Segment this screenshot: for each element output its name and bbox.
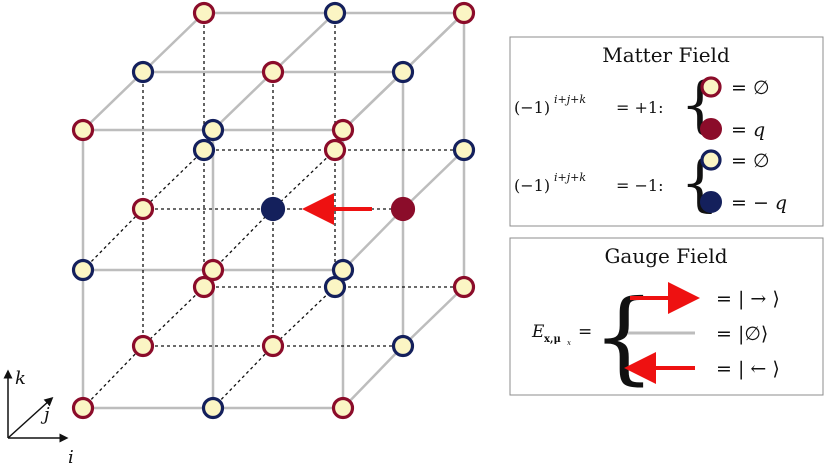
site-odd: [71, 258, 95, 282]
site-odd: [131, 60, 155, 84]
site-odd: [331, 258, 355, 282]
site-odd: [391, 334, 415, 358]
site-even: [131, 334, 155, 358]
gauge-lhs-subsubscript: x: [567, 339, 571, 347]
j-axis-label: j: [40, 404, 50, 425]
matter-panel-title: Matter Field: [602, 43, 730, 67]
site-even: [261, 334, 285, 358]
site-even: [323, 138, 347, 162]
odd-condition-rhs: = −1:: [616, 176, 663, 195]
site-even: [331, 396, 355, 420]
legend-even-empty-text: = ∅: [731, 77, 770, 99]
matter-panel-border: [509, 36, 824, 227]
lattice-sites: [71, 1, 476, 420]
j-axis-arrow: [7, 396, 54, 439]
legend-right-state: = | → ⟩: [716, 288, 780, 310]
site-odd: [323, 1, 347, 25]
site-even: [131, 197, 155, 221]
odd-condition-base: (−1): [514, 176, 550, 195]
site-even: [71, 396, 95, 420]
site-odd: [201, 396, 225, 420]
i-axis-label: i: [68, 447, 74, 468]
site-odd: [201, 118, 225, 142]
gauge-lhs-equals: =: [578, 322, 592, 342]
even-condition-rhs: = +1:: [616, 98, 663, 117]
site-even: [261, 60, 285, 84]
legend-left-state: = | ← ⟩: [716, 358, 780, 380]
matter-field-panel: Matter Field (−1) i+j+k = +1: { = ∅ = q …: [509, 36, 824, 227]
odd-condition-exponent: i+j+k: [554, 171, 586, 184]
legend-even-empty-site: [700, 76, 722, 98]
gauge-lhs-subscript: x,μ: [544, 334, 561, 345]
axis-triad: [3, 369, 69, 443]
legend-empty-state: = |∅⟩: [716, 323, 768, 345]
gauge-field-panel: Gauge Field E x,μ x = { = | → ⟩ = |∅⟩ = …: [509, 237, 824, 396]
site-odd: [452, 138, 476, 162]
site-even: [331, 118, 355, 142]
gauge-lhs-main: E: [531, 322, 545, 342]
site-odd: [192, 138, 216, 162]
site-odd: [391, 60, 415, 84]
legend-odd-empty-text: = ∅: [731, 150, 770, 172]
legend-even-charge-site: [700, 118, 722, 140]
site-negative-charge: [260, 196, 286, 222]
even-condition-base: (−1): [514, 98, 550, 117]
site-even: [71, 118, 95, 142]
even-condition-exponent: i+j+k: [554, 93, 586, 106]
site-even: [452, 1, 476, 25]
legend-even-charge-text: = q: [731, 119, 765, 141]
gauge-panel-title: Gauge Field: [604, 244, 727, 268]
site-even: [192, 275, 216, 299]
site-even: [192, 1, 216, 25]
site-positive-charge: [390, 196, 416, 222]
legend-odd-charge-site: [700, 191, 722, 213]
site-even: [201, 258, 225, 282]
legend-odd-empty-site: [700, 149, 722, 171]
k-axis-label: k: [15, 368, 26, 389]
gauge-brace: {: [592, 278, 656, 395]
legend-odd-charge-text: = − q: [731, 192, 787, 214]
site-even: [452, 275, 476, 299]
